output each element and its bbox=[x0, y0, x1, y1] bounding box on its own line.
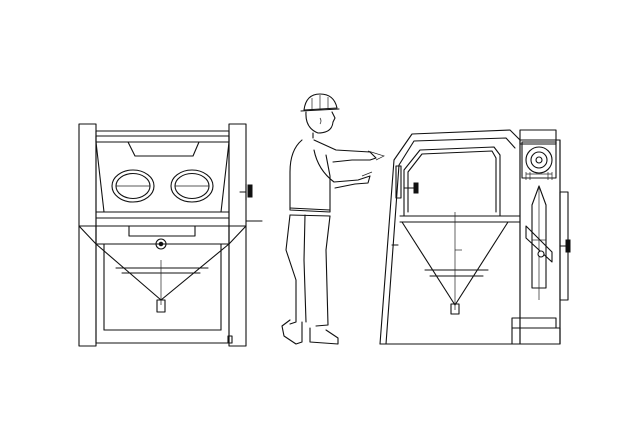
hopper bbox=[95, 243, 230, 301]
operator-figure bbox=[281, 93, 385, 345]
front-view bbox=[78, 123, 263, 347]
pressure-gauge bbox=[521, 141, 557, 179]
window-handle bbox=[403, 182, 419, 194]
side-view bbox=[379, 129, 571, 345]
side-window bbox=[403, 146, 501, 217]
side-hopper-outlet bbox=[450, 303, 460, 315]
cabinet-body bbox=[95, 130, 230, 344]
right-glove-port bbox=[170, 169, 214, 203]
rear-column bbox=[519, 139, 561, 345]
side-vents bbox=[525, 172, 553, 180]
right-shoe bbox=[309, 327, 339, 345]
base-plinth bbox=[511, 317, 557, 329]
hopper-outlet bbox=[156, 299, 166, 313]
lower-arm bbox=[313, 149, 371, 189]
head bbox=[305, 111, 336, 134]
cabinet-roof bbox=[95, 135, 230, 143]
upper-arm bbox=[313, 139, 377, 163]
funnel-right-wing bbox=[228, 225, 247, 245]
right-handle bbox=[239, 183, 253, 201]
access-panel bbox=[128, 225, 196, 237]
right-leg bbox=[315, 215, 331, 327]
left-leg bbox=[285, 214, 297, 325]
funnel-left-wing bbox=[78, 225, 97, 245]
side-latch bbox=[391, 165, 402, 246]
dust-hose bbox=[525, 225, 553, 263]
cyclone-separator bbox=[531, 185, 547, 300]
viewing-window bbox=[127, 141, 200, 157]
rear-panel bbox=[559, 191, 569, 301]
left-shoe bbox=[281, 319, 303, 345]
hard-hat bbox=[303, 93, 338, 111]
torso bbox=[289, 139, 331, 213]
left-glove-port bbox=[111, 169, 155, 203]
